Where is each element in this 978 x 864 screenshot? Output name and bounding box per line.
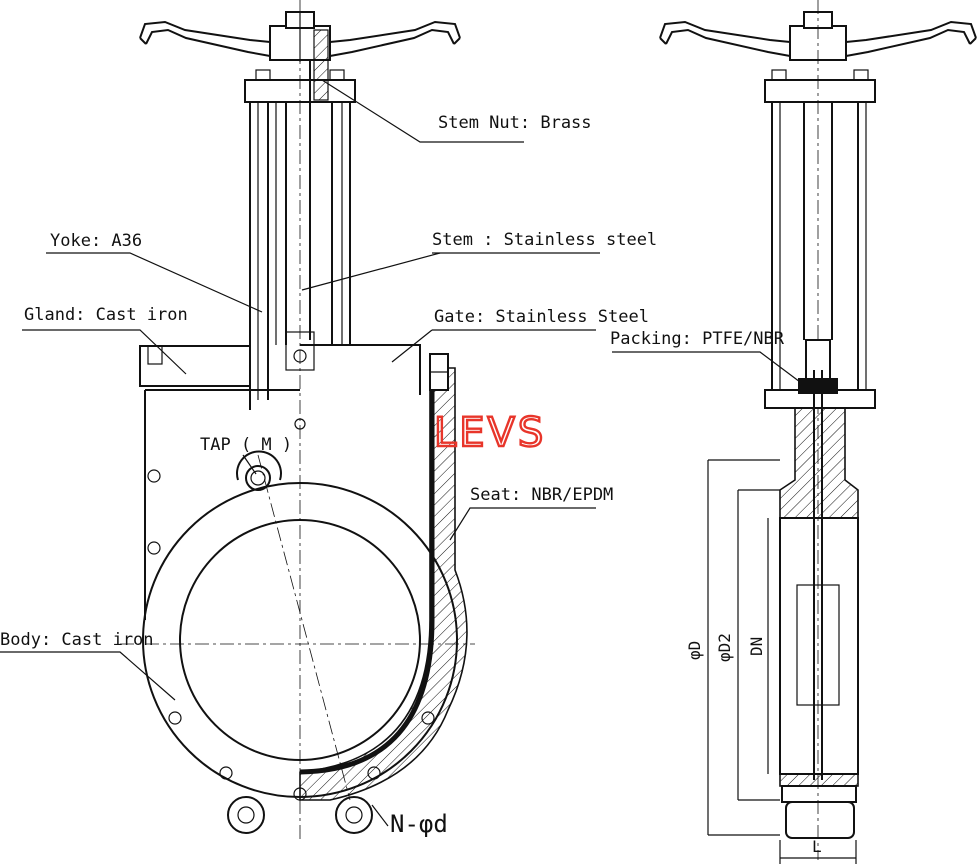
packing xyxy=(798,378,838,394)
label-gland: Gland: Cast iron xyxy=(24,305,188,325)
label-tap: TAP ( M ) xyxy=(200,435,292,455)
label-packing: Packing: PTFE/NBR xyxy=(610,329,785,349)
dim-outer-diameter: φD xyxy=(685,641,704,660)
label-body: Body: Cast iron xyxy=(0,630,154,650)
body-section xyxy=(299,367,468,801)
brand-logo: LEVS xyxy=(434,410,546,456)
gland xyxy=(139,345,251,387)
side-view xyxy=(612,0,977,864)
dim-length: L xyxy=(812,837,822,856)
label-gate: Gate: Stainless Steel xyxy=(434,307,649,327)
side-body-section xyxy=(779,407,859,519)
front-view: LEVS xyxy=(0,0,600,840)
gate xyxy=(300,344,421,395)
dim-bolt-circle: φD2 xyxy=(715,633,734,662)
yoke xyxy=(249,102,351,410)
label-bolt-holes: N-φd xyxy=(390,810,448,838)
leader-lines xyxy=(0,79,600,827)
stem-nut xyxy=(313,29,329,101)
dim-nominal-diameter: DN xyxy=(747,637,766,656)
label-stem-nut: Stem Nut: Brass xyxy=(438,113,592,133)
label-yoke: Yoke: A36 xyxy=(50,231,142,251)
dimension-lines xyxy=(707,459,857,864)
label-stem: Stem : Stainless steel xyxy=(432,230,657,250)
label-seat: Seat: NBR/EPDM xyxy=(470,485,613,505)
seat xyxy=(299,390,435,775)
